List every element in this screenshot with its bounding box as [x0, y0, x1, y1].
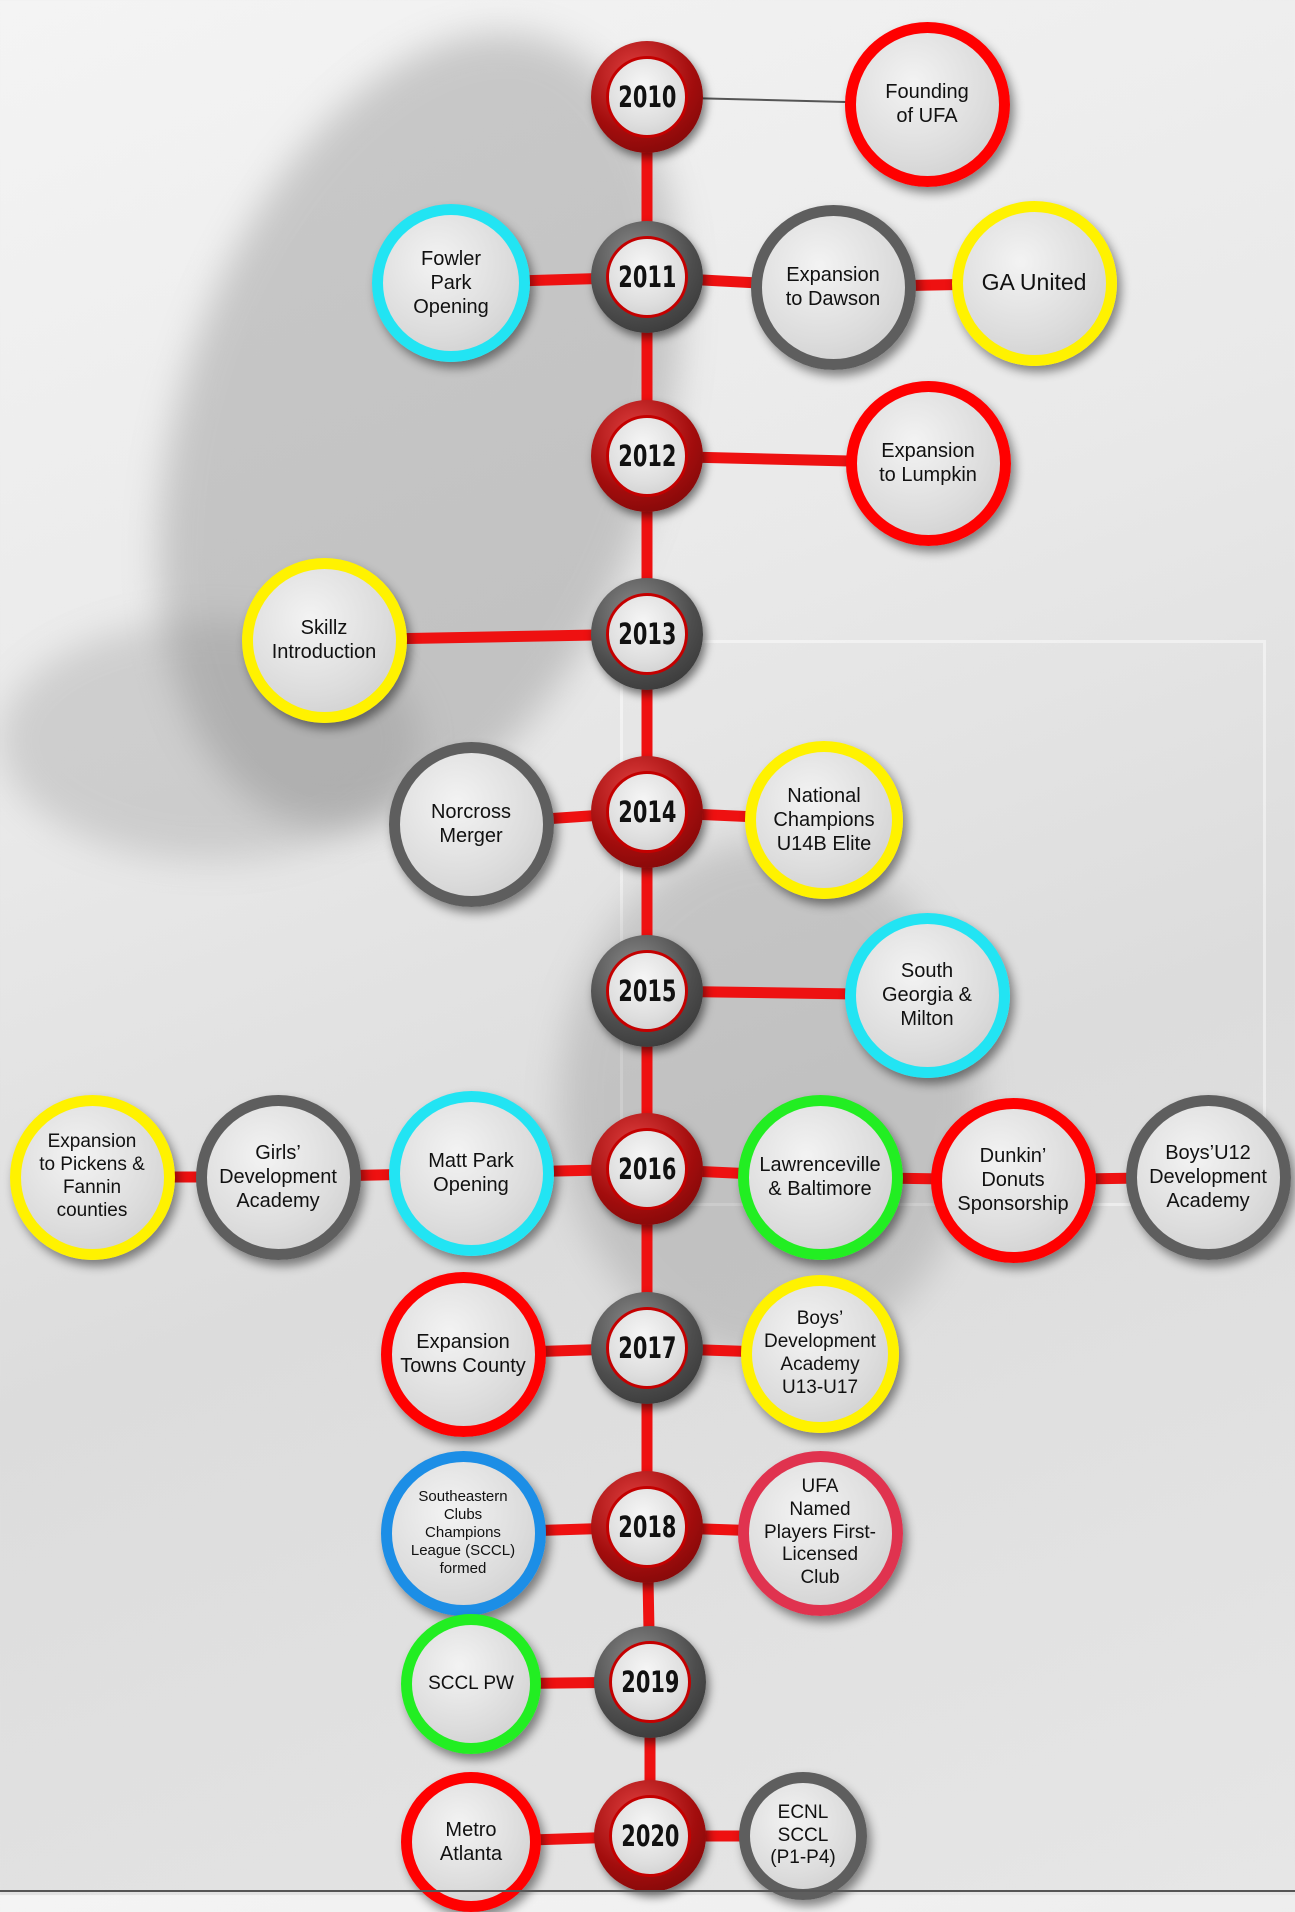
year-node-2017: 2017	[591, 1292, 703, 1404]
event-label: Founding of UFA	[885, 81, 969, 127]
event-label: Fowler Park Opening	[413, 248, 489, 318]
year-node-face: 2014	[606, 771, 688, 853]
event-label: Expansion to Lumpkin	[879, 440, 977, 486]
year-node-2014: 2014	[591, 756, 703, 868]
event-node: SCCL PW	[401, 1614, 541, 1754]
event-node: Norcross Merger	[388, 741, 554, 907]
bottom-divider	[0, 1890, 1295, 1892]
event-label: Expansion Towns County	[400, 1331, 526, 1377]
event-node: Southeastern Clubs Champions League (SCC…	[380, 1450, 546, 1616]
event-label: Expansion to Dawson	[785, 264, 881, 310]
year-node-2016: 2016	[591, 1113, 703, 1225]
event-node: South Georgia & Milton	[844, 912, 1010, 1078]
year-label: 2019	[620, 1665, 680, 1699]
event-label: Lawrenceville & Baltimore	[759, 1154, 881, 1200]
event-label: Dunkin’ Donuts Sponsorship	[957, 1145, 1069, 1215]
event-node: Founding of UFA	[844, 21, 1010, 187]
event-node: Fowler Park Opening	[372, 204, 530, 362]
event-label: Girls’ Development Academy	[219, 1142, 337, 1212]
event-label: Boys’ Development Academy U13-U17	[764, 1308, 876, 1398]
year-node-2010: 2010	[591, 41, 703, 153]
year-node-face: 2019	[609, 1641, 691, 1723]
event-label: Metro Atlanta	[439, 1819, 503, 1865]
year-node-face: 2011	[606, 236, 688, 318]
event-node: National Champions U14B Elite	[745, 741, 903, 899]
year-node-2018: 2018	[591, 1471, 703, 1583]
event-node: Boys’ Development Academy U13-U17	[741, 1275, 899, 1433]
year-node-face: 2017	[606, 1307, 688, 1389]
year-label: 2014	[617, 795, 677, 829]
event-label: National Champions U14B Elite	[773, 785, 875, 855]
event-node: ECNL SCCL (P1-P4)	[739, 1772, 867, 1900]
year-label: 2017	[617, 1331, 677, 1365]
event-label: GA United	[981, 269, 1087, 296]
event-node: Expansion to Pickens & Fannin counties	[9, 1094, 175, 1260]
event-node: Matt Park Opening	[388, 1090, 554, 1256]
event-label: Skillz Introduction	[271, 617, 377, 663]
year-label: 2010	[617, 80, 677, 114]
year-node-2019: 2019	[594, 1626, 706, 1738]
event-node: Dunkin’ Donuts Sponsorship	[930, 1097, 1096, 1263]
event-label: Expansion to Pickens & Fannin counties	[39, 1131, 145, 1221]
event-label: Southeastern Clubs Champions League (SCC…	[410, 1488, 516, 1577]
year-node-2011: 2011	[591, 221, 703, 333]
event-node: Expansion to Dawson	[750, 204, 916, 370]
event-node: Skillz Introduction	[241, 557, 407, 723]
year-node-2012: 2012	[591, 400, 703, 512]
year-node-face: 2016	[606, 1128, 688, 1210]
year-node-face: 2020	[609, 1795, 691, 1877]
year-node-2013: 2013	[591, 578, 703, 690]
event-label: Boys’U12 Development Academy	[1149, 1142, 1267, 1212]
event-node: Metro Atlanta	[401, 1772, 541, 1912]
event-node: GA United	[951, 200, 1117, 366]
year-node-face: 2010	[606, 56, 688, 138]
year-label: 2015	[617, 974, 677, 1008]
event-label: South Georgia & Milton	[881, 960, 973, 1030]
event-node: Expansion Towns County	[380, 1271, 546, 1437]
event-label: Matt Park Opening	[428, 1150, 514, 1196]
year-label: 2016	[617, 1152, 677, 1186]
event-node: Girls’ Development Academy	[195, 1094, 361, 1260]
year-label: 2013	[617, 617, 677, 651]
year-label: 2018	[617, 1510, 677, 1544]
year-node-face: 2015	[606, 950, 688, 1032]
year-label: 2020	[620, 1819, 680, 1853]
event-label: UFA Named Players First- Licensed Club	[764, 1476, 876, 1589]
year-label: 2011	[617, 260, 677, 294]
event-label: ECNL SCCL (P1-P4)	[770, 1801, 836, 1869]
event-node: UFA Named Players First- Licensed Club	[737, 1450, 903, 1616]
year-label: 2012	[617, 439, 677, 473]
event-node: Boys’U12 Development Academy	[1125, 1094, 1291, 1260]
event-node: Lawrenceville & Baltimore	[737, 1094, 903, 1260]
year-node-2020: 2020	[594, 1780, 706, 1892]
year-node-face: 2013	[606, 593, 688, 675]
event-label: SCCL PW	[428, 1672, 514, 1694]
year-node-face: 2018	[606, 1486, 688, 1568]
event-label: Norcross Merger	[430, 801, 511, 847]
year-node-2015: 2015	[591, 935, 703, 1047]
event-node: Expansion to Lumpkin	[845, 380, 1011, 546]
year-node-face: 2012	[606, 415, 688, 497]
